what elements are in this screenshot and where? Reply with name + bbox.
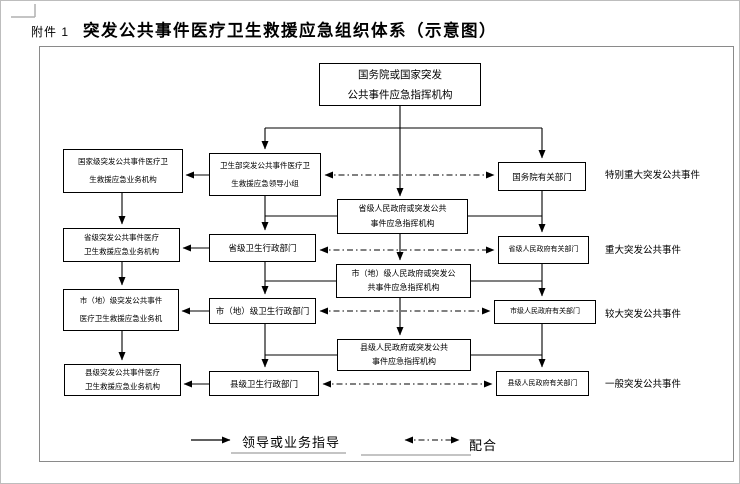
box-prov-business: 省级突发公共事件医疗 卫生救援应急业务机构: [63, 228, 180, 262]
label-major-event: 重大突发公共事件: [605, 245, 682, 256]
box-text: 卫生部突发公共事件医疗卫: [220, 160, 310, 170]
box-prov-health-admin: 省级卫生行政部门: [209, 234, 316, 262]
box-text: 生救援应急领导小组: [231, 178, 299, 188]
title-row: 附件 1 突发公共事件医疗卫生救援应急组织体系（示意图）: [31, 17, 497, 41]
box-county-gov-depts: 县级人民政府有关部门: [496, 371, 589, 396]
label-special-major-event: 特别重大突发公共事件: [605, 170, 701, 181]
box-text: 县级卫生行政部门: [229, 378, 298, 389]
box-text: 国家级突发公共事件医疗卫: [78, 157, 168, 166]
legend-coordinate-label: 配合: [469, 438, 498, 453]
diagram-frame: [39, 46, 734, 462]
label-larger-event: 较大突发公共事件: [605, 309, 682, 320]
legend-lead-label: 领导或业务指导: [242, 435, 341, 450]
box-text: 县级突发公共事件医疗: [85, 368, 160, 377]
box-text: 市（地）级卫生行政部门: [215, 306, 310, 316]
margin-corner-mark: [11, 4, 36, 18]
box-text: 市级人民政府有关部门: [510, 308, 580, 315]
box-text: 县级人民政府有关部门: [507, 379, 578, 387]
page-title: 突发公共事件医疗卫生救援应急组织体系（示意图）: [83, 22, 498, 40]
box-national-business: 国家级突发公共事件医疗卫 生救援应急业务机构: [63, 149, 183, 193]
box-muni-gov-depts: 市级人民政府有关部门: [494, 300, 596, 324]
box-text: 卫生救援应急业务机构: [85, 382, 160, 391]
box-text: 医疗卫生救援应急业务机: [79, 314, 163, 323]
box-prov-gov-depts: 省级人民政府有关部门: [498, 236, 589, 264]
box-muni-health-admin: 市（地）级卫生行政部门: [209, 298, 316, 324]
box-national-command: 国务院或国家突发 公共事件应急指挥机构: [319, 63, 481, 106]
box-muni-command: 市（地）级人民政府或突发公 共事件应急指挥机构: [336, 264, 471, 298]
box-prov-command: 省级人民政府或突发公共 事件应急指挥机构: [337, 199, 468, 234]
box-text: 公共事件应急指挥机构: [347, 88, 453, 101]
attachment-label: 附件 1: [31, 25, 70, 39]
box-county-business: 县级突发公共事件医疗 卫生救援应急业务机构: [64, 364, 181, 396]
box-text: 县级人民政府或突发公共: [360, 342, 448, 352]
box-text: 事件应急指挥机构: [372, 357, 436, 366]
box-text: 国务院或国家突发: [358, 68, 442, 81]
box-muni-business: 市（地）级突发公共事件 医疗卫生救援应急业务机: [63, 289, 179, 331]
box-text: 市（地）级人民政府或突发公: [351, 268, 456, 278]
box-moh-leading-group: 卫生部突发公共事件医疗卫 生救援应急领导小组: [209, 153, 321, 196]
box-text: 卫生救援应急业务机构: [84, 247, 159, 256]
box-text: 省级突发公共事件医疗: [84, 233, 159, 242]
box-text: 省级人民政府或突发公共: [358, 204, 447, 213]
box-county-command: 县级人民政府或突发公共 事件应急指挥机构: [337, 339, 471, 371]
box-text: 省级人民政府有关部门: [508, 246, 579, 253]
box-text: 省级卫生行政部门: [228, 243, 297, 253]
box-text: 事件应急指挥机构: [370, 218, 435, 228]
box-text: 共事件应急指挥机构: [367, 283, 440, 292]
label-general-event: 一般突发公共事件: [605, 379, 682, 390]
box-state-council-depts: 国务院有关部门: [498, 162, 586, 191]
box-text: 生救援应急业务机构: [89, 175, 157, 184]
box-text: 市（地）级突发公共事件: [79, 296, 163, 305]
box-county-health-admin: 县级卫生行政部门: [209, 371, 319, 396]
box-text: 国务院有关部门: [512, 171, 572, 182]
